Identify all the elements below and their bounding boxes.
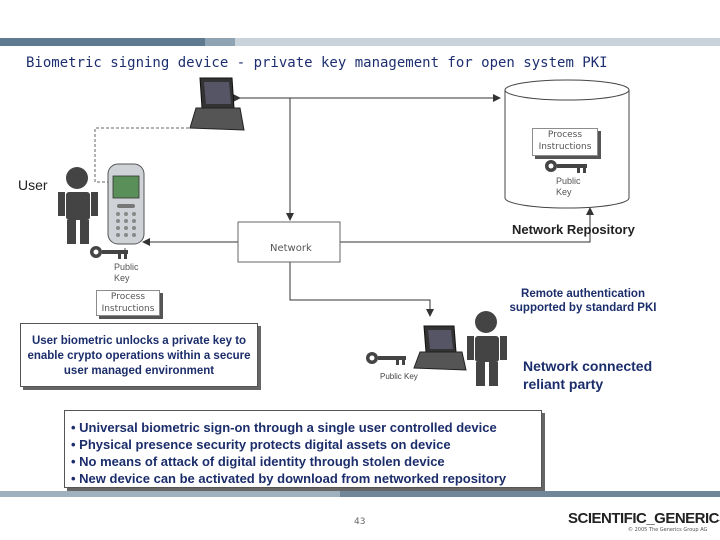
copyright-text: © 2005 The Generics Group AG — [628, 527, 708, 533]
laptop-icon — [413, 325, 467, 371]
network-repository-label: Network Repository — [512, 222, 635, 237]
bullet-item: • No means of attack of digital identity… — [71, 454, 445, 469]
page-number: 43 — [354, 517, 366, 527]
user-callout-text: User biometric unlocks a private key to … — [27, 335, 251, 377]
top-accent-bar-mid — [205, 38, 235, 46]
phone-public-key-label: Public Key — [114, 262, 139, 283]
network-party-arrow — [289, 262, 434, 317]
bullet-item: • New device can be activated by downloa… — [71, 471, 507, 486]
network-label: Network — [270, 243, 312, 254]
person-icon — [58, 167, 98, 244]
bottom-accent-bar — [0, 491, 720, 497]
remote-auth-label: Remote authentication supported by stand… — [509, 288, 657, 314]
party-public-key-label: Public Key — [380, 372, 418, 381]
person-icon — [467, 311, 507, 386]
top-accent-bar-dark — [0, 38, 205, 46]
key-icon — [545, 160, 587, 173]
repository-process-instructions: Process Instructions — [532, 128, 598, 156]
network-repository-arrow — [340, 207, 594, 243]
network-box — [237, 221, 341, 263]
bullet-item: • Universal biometric sign-on through a … — [71, 420, 497, 435]
user-label: User — [18, 177, 48, 193]
laptop-icon — [189, 77, 245, 131]
slide-title: Biometric signing device - private key m… — [26, 55, 608, 71]
phone-process-instructions: Process Instructions — [96, 290, 160, 316]
benefits-box: • Universal biometric sign-on through a … — [64, 410, 542, 488]
bullet-item: • Physical presence security protects di… — [71, 437, 451, 452]
relying-party-label: Network connected reliant party — [523, 358, 653, 392]
key-icon — [90, 246, 128, 259]
user-callout-box: User biometric unlocks a private key to … — [20, 323, 258, 387]
top-accent-bar — [0, 38, 720, 46]
mobile-phone-icon — [107, 163, 145, 245]
company-logo: SCIENTIFIC_GENERICS — [568, 510, 720, 527]
repository-public-key-label: Public Key — [556, 176, 581, 197]
key-icon — [366, 352, 406, 365]
bottom-accent-bar-light — [0, 491, 340, 497]
